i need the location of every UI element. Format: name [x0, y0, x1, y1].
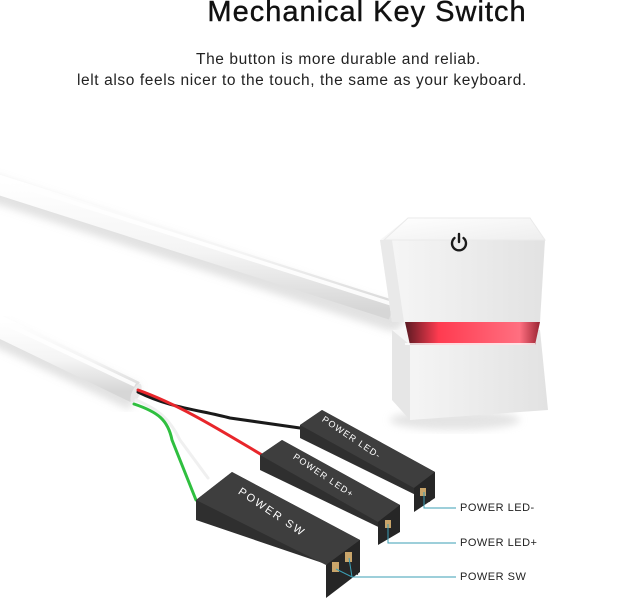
subtitle-line-2: lelt also feels nicer to the touch, the … [77, 72, 527, 89]
label-power-led-plus: POWER LED+ [460, 537, 538, 549]
callout-lines [335, 492, 456, 578]
power-icon [450, 232, 468, 252]
wires [132, 388, 302, 502]
subtitle-line-1: The button is more durable and reliab. [196, 51, 481, 68]
label-power-sw: POWER SW [460, 571, 527, 583]
connector-power-led-minus: POWER LED- [300, 410, 435, 512]
page-title: Mechanical Key Switch [207, 0, 527, 28]
lower-cable [0, 314, 142, 410]
upper-cable [0, 174, 405, 331]
connector-power-sw: POWER SW [196, 472, 360, 598]
led-strip [405, 322, 540, 345]
label-power-led-minus: POWER LED- [460, 502, 535, 514]
key-switch [380, 217, 548, 430]
